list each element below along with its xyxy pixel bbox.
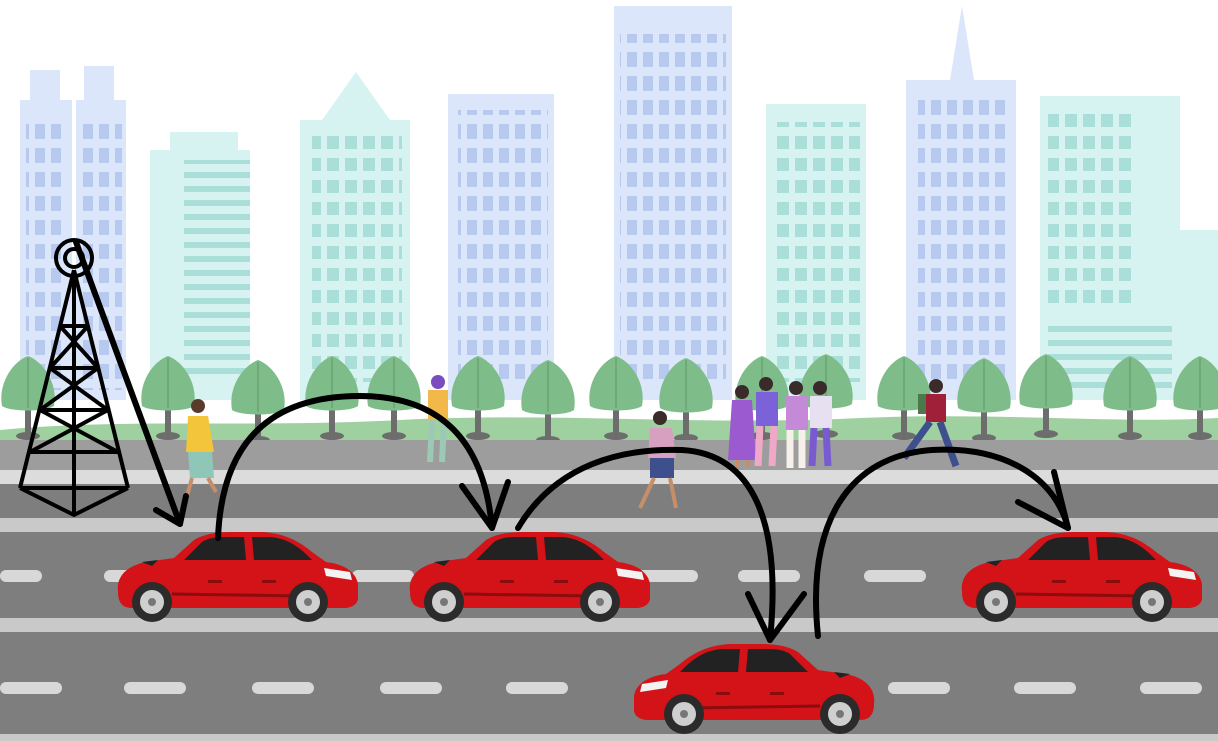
building-icon bbox=[300, 72, 410, 400]
median-lower bbox=[0, 618, 1218, 632]
sidewalk bbox=[0, 440, 1218, 470]
road-edge bbox=[0, 734, 1218, 741]
building-icon bbox=[448, 94, 554, 400]
building-icon bbox=[766, 104, 866, 400]
building-icon bbox=[614, 6, 732, 400]
